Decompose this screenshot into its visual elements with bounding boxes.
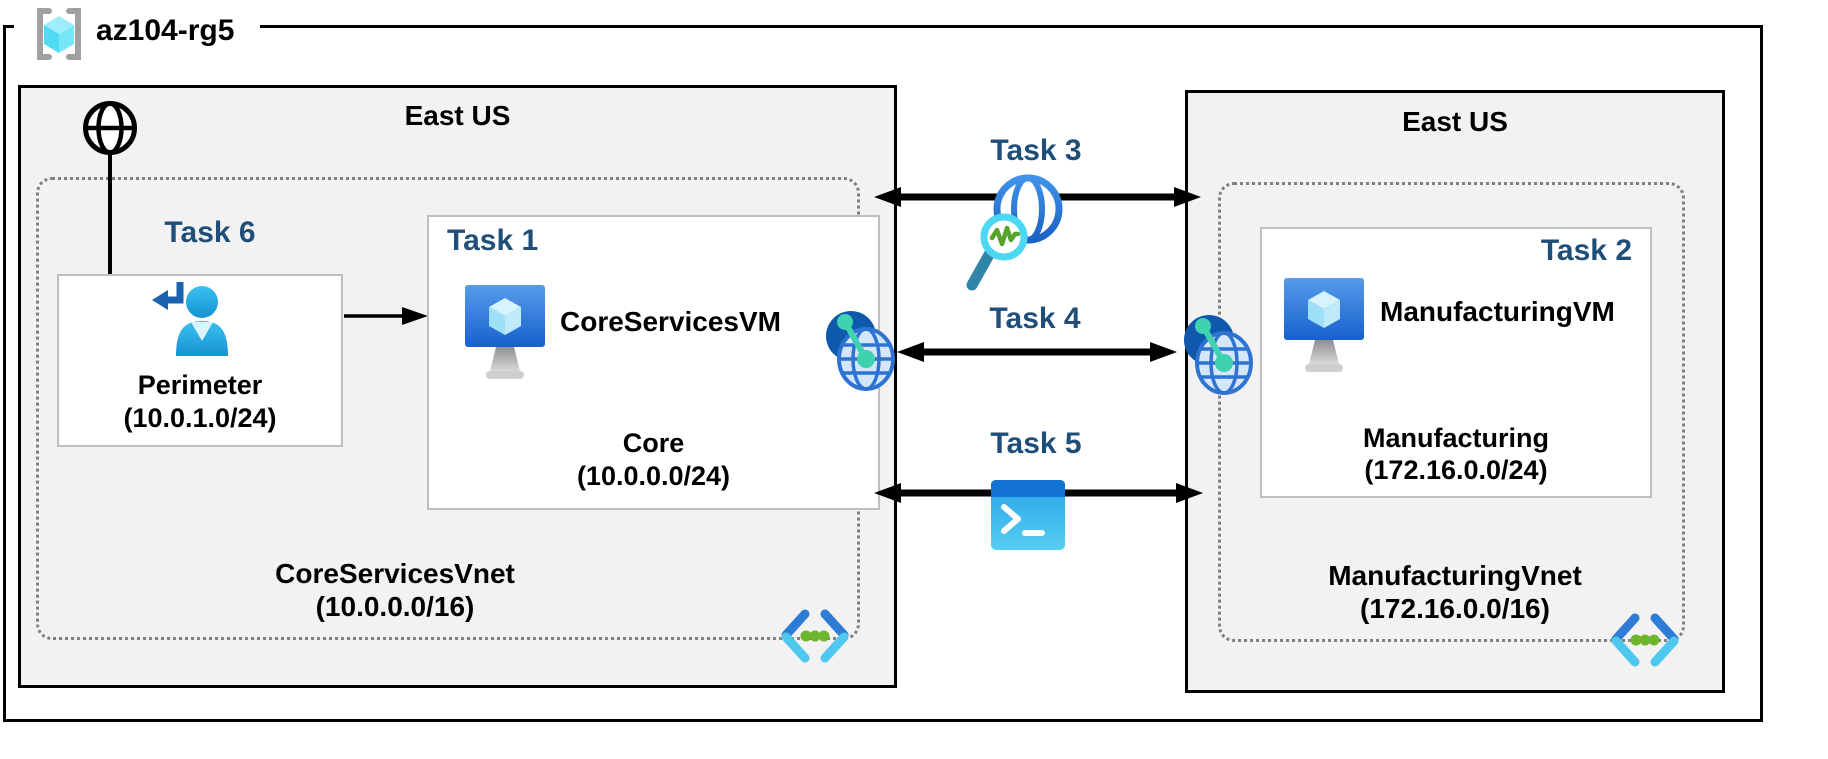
perimeter-to-vm-arrow xyxy=(344,307,428,325)
network-watcher-icon xyxy=(966,174,1063,291)
peering-icon xyxy=(826,311,895,391)
vnet-icon xyxy=(1611,613,1679,667)
core-vnet-name: CoreServicesVnet xyxy=(275,558,515,589)
manufacturing-vnet-cidr: (172.16.0.0/16) xyxy=(1360,593,1550,624)
resource-group-icon xyxy=(37,8,81,60)
perimeter-subnet-cidr: (10.0.1.0/24) xyxy=(123,403,277,433)
core-vnet-cidr: (10.0.0.0/16) xyxy=(315,591,475,622)
core-vm-name: CoreServicesVM xyxy=(560,306,782,337)
vnet-icon xyxy=(781,609,849,663)
resource-group-name: az104-rg5 xyxy=(96,14,235,47)
region-right-title: East US xyxy=(1402,106,1508,137)
cloud-shell-icon xyxy=(991,480,1065,550)
task4-arrow xyxy=(897,342,1177,362)
vm-icon xyxy=(465,285,545,379)
manufacturing-subnet-name: Manufacturing xyxy=(1363,423,1549,453)
task4-label: Task 4 xyxy=(989,302,1081,335)
manufacturing-subnet-cidr: (172.16.0.0/24) xyxy=(1364,455,1548,485)
task3-label: Task 3 xyxy=(990,134,1082,167)
task1-label: Task 1 xyxy=(447,224,539,257)
core-subnet-cidr: (10.0.0.0/24) xyxy=(576,461,731,491)
region-left-title: East US xyxy=(404,100,511,131)
peering-icon xyxy=(1184,315,1253,395)
manufacturing-vm-name: ManufacturingVM xyxy=(1380,296,1615,327)
perimeter-subnet-name: Perimeter xyxy=(137,370,263,400)
internet-globe-icon xyxy=(83,101,137,155)
manufacturing-vnet-box xyxy=(1218,182,1685,642)
core-subnet-name: Core xyxy=(622,428,685,458)
task2-label: Task 2 xyxy=(1540,234,1632,267)
task5-label: Task 5 xyxy=(990,427,1082,460)
manufacturing-vnet-name: ManufacturingVnet xyxy=(1328,560,1582,591)
signin-user-icon xyxy=(152,282,228,356)
task6-label: Task 6 xyxy=(164,216,256,249)
vm-icon xyxy=(1284,278,1364,372)
